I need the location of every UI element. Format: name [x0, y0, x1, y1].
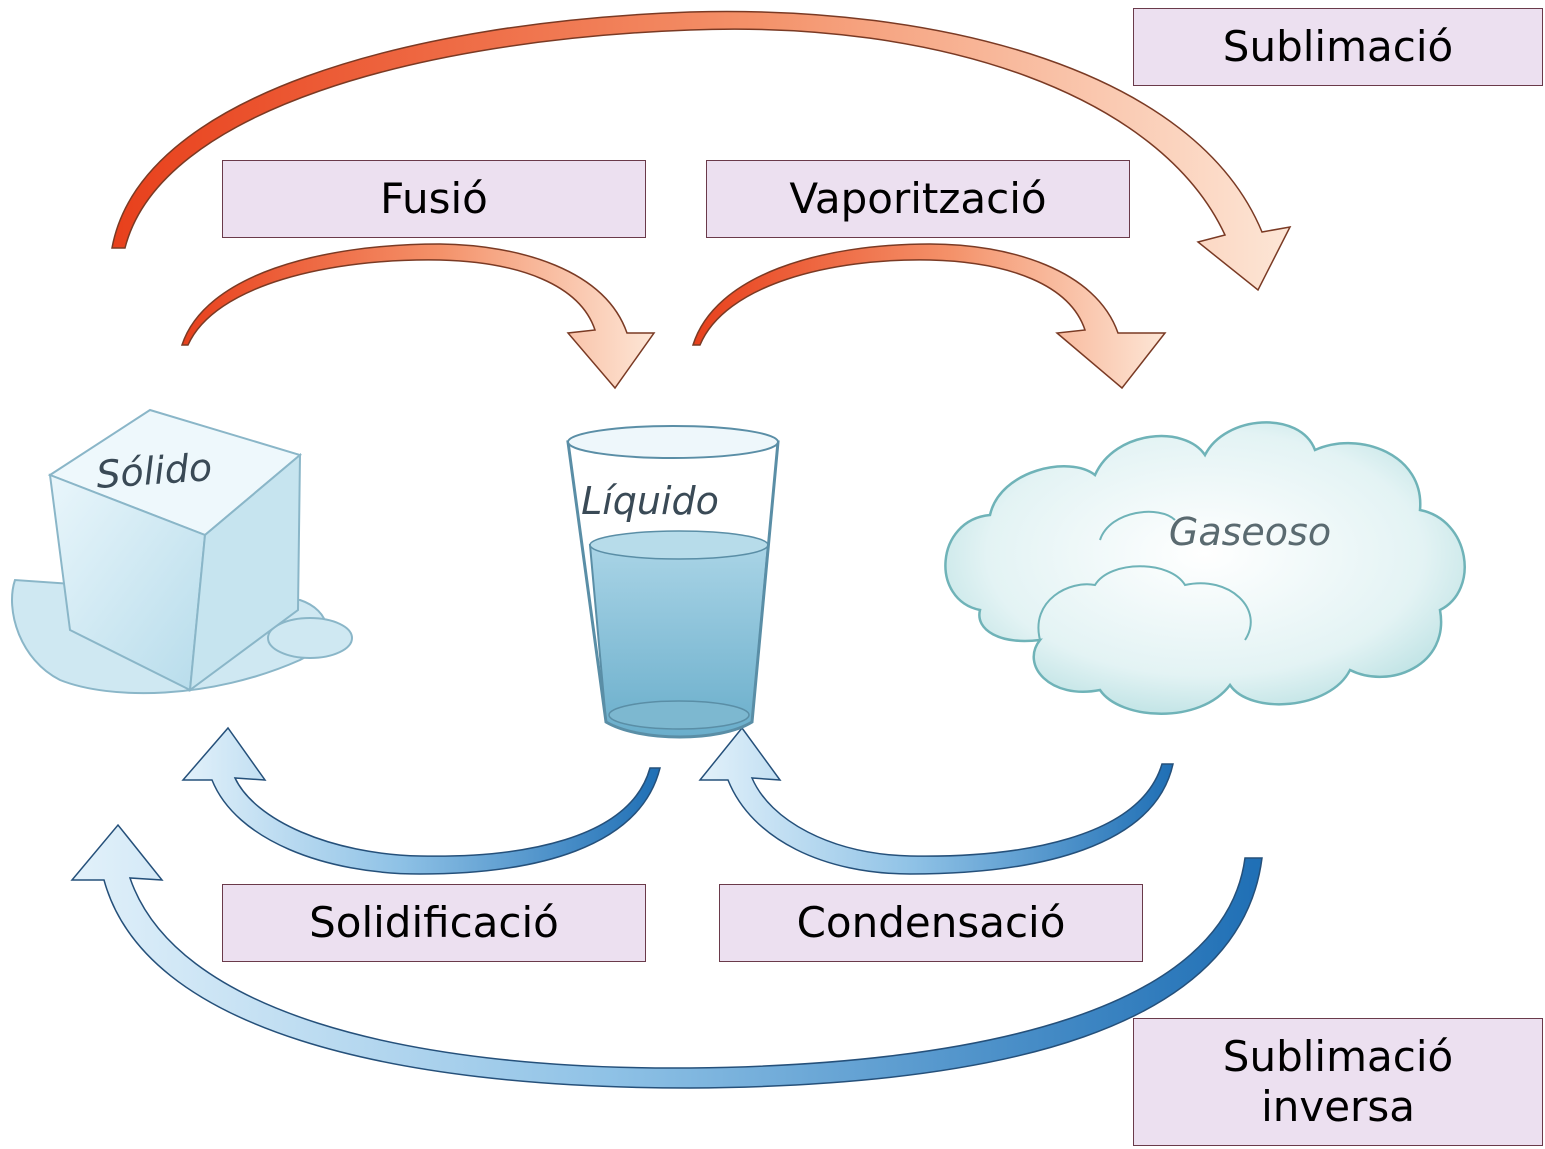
deposition-arrow	[70, 823, 1263, 1089]
condensation-label: Condensació	[719, 884, 1143, 962]
water-glass-illustration	[566, 425, 780, 739]
cloud-illustration	[944, 421, 1466, 715]
vaporization-label: Vaporització	[706, 160, 1130, 238]
deposition-label-text: Sublimació inversa	[1222, 1031, 1454, 1131]
condensation-arrow	[698, 726, 1174, 875]
solidification-label-text: Solidificació	[309, 897, 559, 947]
solid-state-label: Sólido	[95, 445, 214, 497]
solidification-arrow	[181, 726, 661, 875]
vaporization-label-text: Vaporització	[789, 173, 1047, 223]
liquid-state-label: Líquido	[581, 479, 719, 523]
solidification-label: Solidificació	[222, 884, 646, 962]
fusion-arrow	[180, 243, 656, 390]
sublimation-label: Sublimació	[1133, 8, 1543, 86]
fusion-label-text: Fusió	[380, 173, 488, 223]
gas-state-label: Gaseoso	[1169, 510, 1331, 554]
fusion-label: Fusió	[222, 160, 646, 238]
condensation-label-text: Condensació	[796, 897, 1066, 947]
ice-cube-illustration	[11, 408, 353, 695]
vaporization-arrow	[691, 243, 1167, 390]
sublimation-arrow	[111, 10, 1292, 292]
deposition-label: Sublimació inversa	[1133, 1018, 1543, 1146]
sublimation-label-text: Sublimació	[1222, 21, 1454, 71]
